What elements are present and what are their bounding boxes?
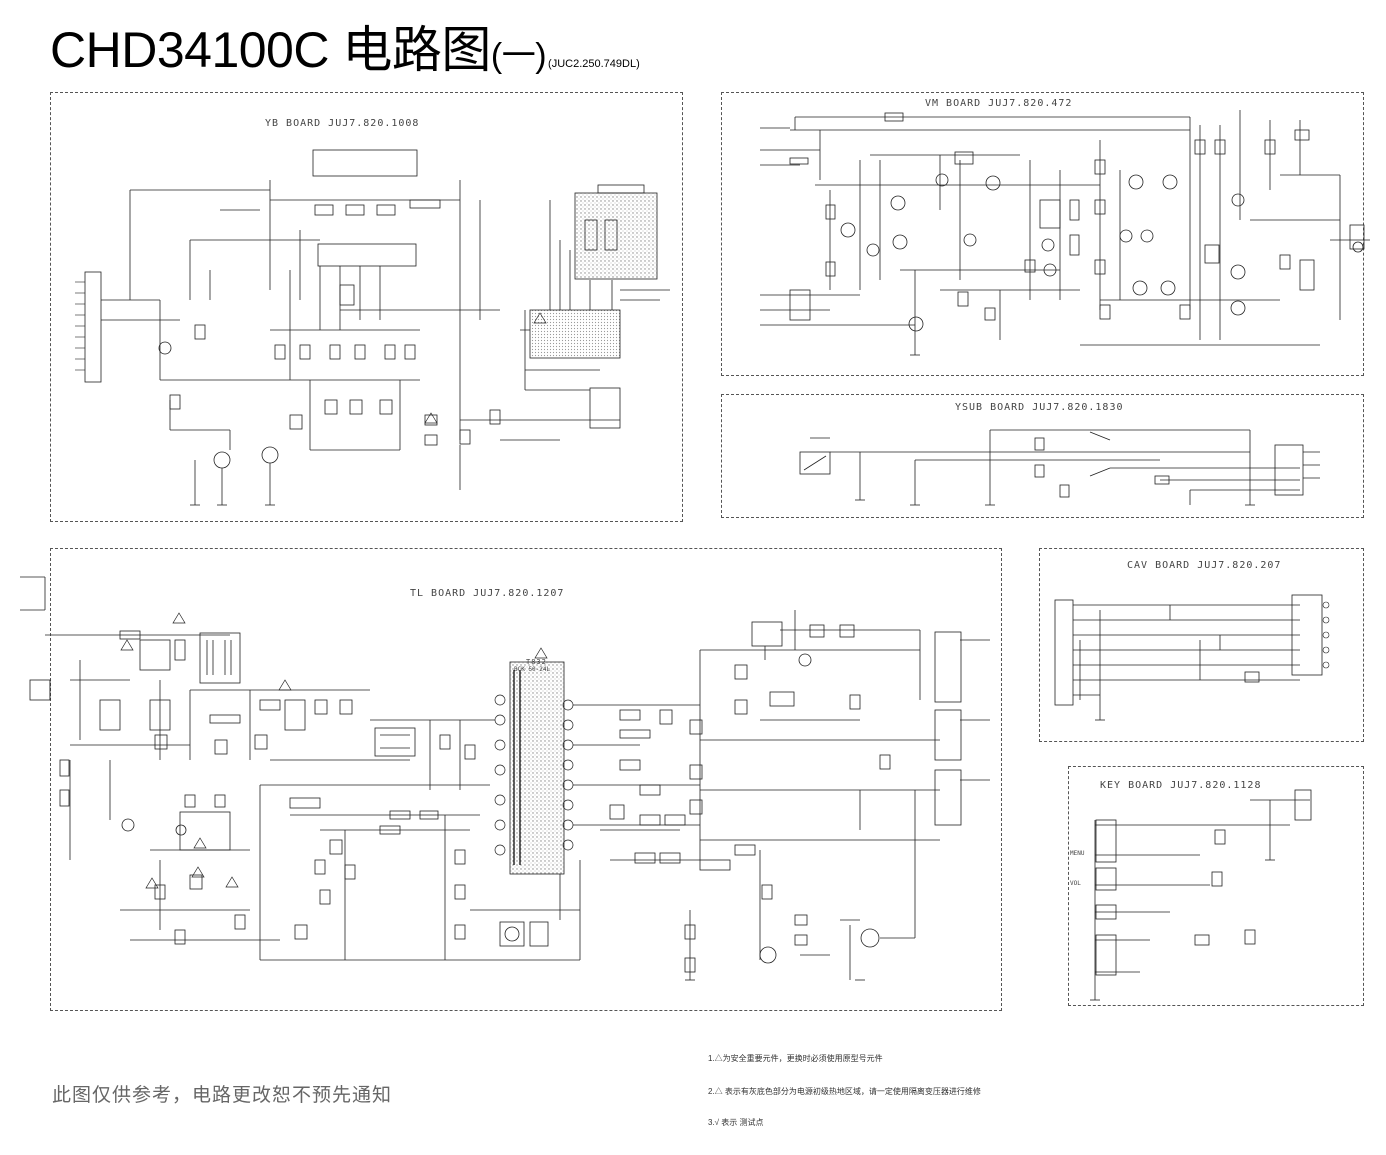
label-yb-board: YB BOARD JUJ7.820.1008 <box>265 118 420 129</box>
transformer-part: BCK 50-24L <box>514 666 551 673</box>
label-key-board: KEY BOARD JUJ7.820.1128 <box>1100 780 1262 791</box>
ground-symbols <box>190 354 1275 1001</box>
vm-board-circuit <box>760 110 1370 355</box>
panel-cav-board <box>1039 548 1364 742</box>
safety-markers <box>120 312 548 889</box>
label-vm-board: VM BOARD JUJ7.820.472 <box>925 98 1073 109</box>
drawing-number: (JUC2.250.749DL) <box>548 58 640 70</box>
panel-key-board <box>1068 766 1364 1006</box>
disclaimer-note: 此图仅供参考，电路更改恕不预先通知 <box>52 1085 393 1106</box>
title-part: (一) <box>490 37 547 75</box>
key-label-vol: VOL <box>1070 880 1081 887</box>
label-tl-board: TL BOARD JUJ7.820.1207 <box>410 588 565 599</box>
yb-board-circuit <box>75 149 670 505</box>
label-ysub-board: YSUB BOARD JUJ7.820.1830 <box>955 402 1124 413</box>
tl-board-circuit <box>20 576 990 980</box>
key-label-menu: MENU <box>1070 850 1085 857</box>
panel-tl-board <box>50 548 1002 1011</box>
page-title: CHD34100C 电路图 <box>50 22 491 78</box>
title-block: CHD34100C 电路图(一)(JUC2.250.749DL) <box>50 10 640 82</box>
key-board-circuit <box>1094 789 1312 1000</box>
ysub-board-circuit <box>799 429 1320 505</box>
note-3: 3.√ 表示 测试点 <box>708 1118 764 1127</box>
panel-yb-board <box>50 92 683 522</box>
panel-vm-board <box>721 92 1364 376</box>
panel-ysub-board <box>721 394 1364 518</box>
label-cav-board: CAV BOARD JUJ7.820.207 <box>1127 560 1282 571</box>
cav-board-circuit <box>1054 594 1330 720</box>
note-2: 2.△ 表示有灰底色部分为电源初级热地区域，请一定使用隔离变压器进行维修 <box>708 1087 981 1096</box>
transformer-ref: T832 <box>526 658 547 666</box>
note-1: 1.△为安全重要元件，更换时必须使用原型号元件 <box>708 1054 883 1063</box>
